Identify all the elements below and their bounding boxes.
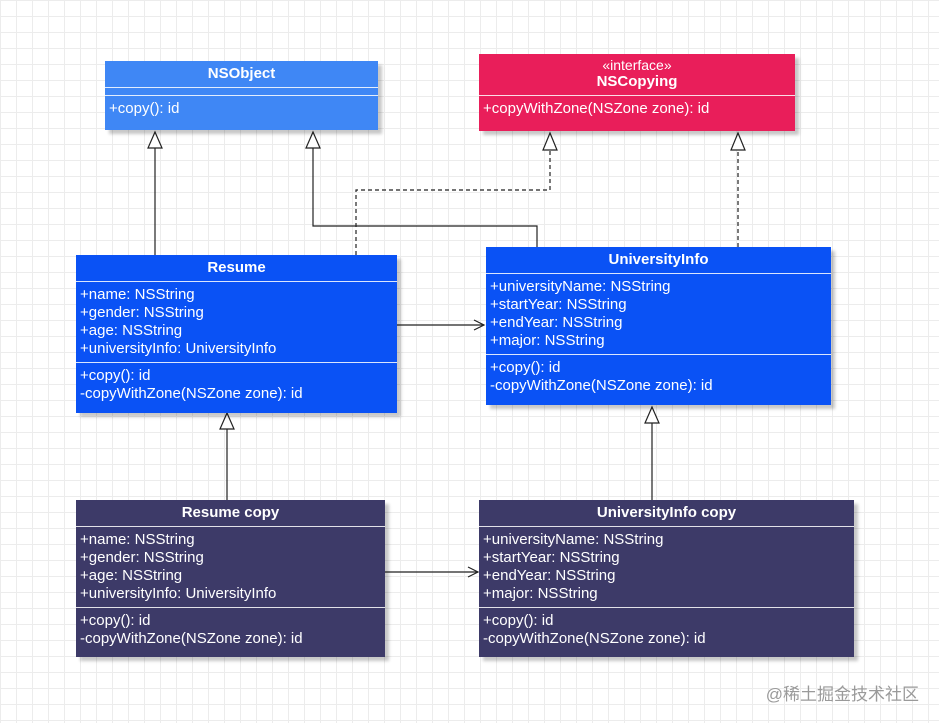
methods-section: +copy(): id -copyWithZone(NSZone zone): … [76,363,397,407]
inheritance-arrowhead [305,130,321,149]
attribute-row: +universityInfo: UniversityInfo [80,340,277,357]
class-header: Resume [76,255,397,282]
class-nsobject[interactable]: NSObject +copy(): id [105,61,378,130]
association-arrowhead [473,319,486,331]
methods-section: +copy(): id -copyWithZone(NSZone zone): … [76,608,385,652]
attribute-row: +major: NSString [483,585,598,602]
method-row: +copy(): id [80,612,151,629]
attribute-row: +age: NSString [80,322,183,339]
attribute-row: +startYear: NSString [483,549,620,566]
attribute-row: +universityInfo: UniversityInfo [80,585,277,602]
realization-arrowhead [542,131,558,151]
attributes-section: +universityName: NSString +startYear: NS… [486,274,831,355]
attribute-row: +name: NSString [80,531,195,548]
methods-section: +copy(): id -copyWithZone(NSZone zone): … [486,355,831,399]
method-row: -copyWithZone(NSZone zone): id [80,630,303,647]
class-header: «interface» NSCopying [479,54,795,96]
attribute-row: +name: NSString [80,286,195,303]
class-header: UniversityInfo [486,247,831,274]
attribute-row: +endYear: NSString [490,314,623,331]
association-arrowhead [467,566,480,578]
method-row: -copyWithZone(NSZone zone): id [490,377,713,394]
class-resume[interactable]: Resume +name: NSString +gender: NSString… [76,255,397,413]
watermark: @稀土掘金技术社区 [765,685,919,704]
method-row: -copyWithZone(NSZone zone): id [483,630,706,647]
attribute-row: +endYear: NSString [483,567,616,584]
attribute-row: +universityName: NSString [483,531,664,548]
attribute-row: +universityName: NSString [490,278,671,295]
edge-resume-realizes-nscopying [355,150,551,255]
class-name: NSCopying [596,73,678,90]
method-row: +copy(): id [109,100,180,117]
class-header: NSObject [105,61,378,88]
method-row: -copyWithZone(NSZone zone): id [80,385,303,402]
attribute-row: +major: NSString [490,332,605,349]
inheritance-arrowhead [644,405,660,424]
methods-section: +copy(): id [105,96,378,122]
attributes-section: +name: NSString +gender: NSString +age: … [76,282,397,363]
attributes-section: +universityName: NSString +startYear: NS… [479,527,854,608]
class-name: NSObject [207,65,276,82]
class-stereotype: «interface» [602,57,672,73]
class-universityinfo-copy[interactable]: UniversityInfo copy +universityName: NSS… [479,500,854,657]
class-name: Resume [207,259,266,276]
attributes-section [105,88,378,96]
realization-arrowhead [730,131,746,151]
class-header: UniversityInfo copy [479,500,854,527]
class-universityinfo[interactable]: UniversityInfo +universityName: NSString… [486,247,831,405]
inheritance-arrowhead [219,411,235,430]
method-row: +copy(): id [80,367,151,384]
edge-universityinfo-inherits-nsobject [312,148,538,247]
class-name: UniversityInfo [608,251,709,268]
method-row: +copy(): id [490,359,561,376]
attributes-section: +name: NSString +gender: NSString +age: … [76,527,385,608]
methods-section: +copy(): id -copyWithZone(NSZone zone): … [479,608,854,652]
attribute-row: +gender: NSString [80,304,204,321]
method-row: +copy(): id [483,612,554,629]
class-nscopying[interactable]: «interface» NSCopying +copyWithZone(NSZo… [479,54,795,131]
methods-section: +copyWithZone(NSZone zone): id [479,96,795,122]
class-name: Resume copy [181,504,280,521]
attribute-row: +gender: NSString [80,549,204,566]
attribute-row: +startYear: NSString [490,296,627,313]
class-name: UniversityInfo copy [596,504,737,521]
method-row: +copyWithZone(NSZone zone): id [483,100,710,117]
attribute-row: +age: NSString [80,567,183,584]
class-resume-copy[interactable]: Resume copy +name: NSString +gender: NSS… [76,500,385,657]
inheritance-arrowhead [147,130,163,149]
class-header: Resume copy [76,500,385,527]
